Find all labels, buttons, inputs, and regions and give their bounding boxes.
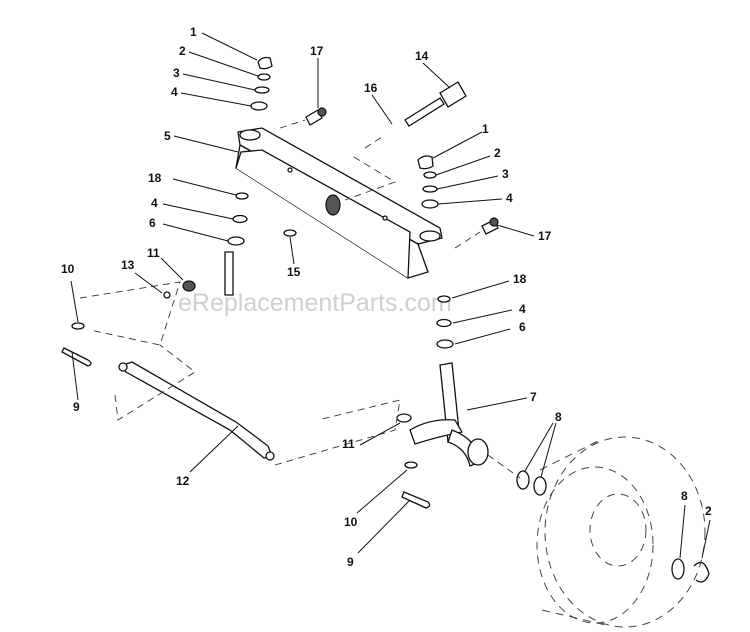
callout-numbers: 1 2 3 4 5 18 4 6 17 14 16 1 2 3 4 17 15 … xyxy=(61,25,712,569)
washer-10-right xyxy=(404,461,418,469)
callout-2: 2 xyxy=(179,44,186,58)
callout-2: 2 xyxy=(494,146,501,160)
washer-8b xyxy=(533,476,547,496)
tie-rod xyxy=(118,361,275,461)
grease-fitting-left xyxy=(305,107,327,126)
callout-8: 8 xyxy=(555,410,562,424)
callout-6: 6 xyxy=(519,320,526,334)
leader-lines xyxy=(70,32,711,559)
callout-6: 6 xyxy=(149,216,156,230)
callout-3: 3 xyxy=(502,167,509,181)
callout-11: 11 xyxy=(147,246,160,260)
pin-13 xyxy=(163,291,171,299)
snap-ring-2 xyxy=(693,561,710,583)
callout-9: 9 xyxy=(73,400,80,414)
callout-12: 12 xyxy=(176,474,190,488)
callout-18: 18 xyxy=(148,171,162,185)
callout-15: 15 xyxy=(287,265,301,279)
callout-1: 1 xyxy=(482,122,489,136)
pivot-bolt xyxy=(404,81,467,127)
right-spindle xyxy=(409,362,489,467)
callout-7: 7 xyxy=(530,390,537,404)
cotter-pin-9-left xyxy=(61,347,92,367)
callout-17: 17 xyxy=(538,229,552,243)
callout-3: 3 xyxy=(173,66,180,80)
callout-8: 8 xyxy=(681,489,688,503)
callout-4: 4 xyxy=(519,302,526,316)
callout-16: 16 xyxy=(364,81,378,95)
cotter-pin-9-right xyxy=(401,491,431,509)
left-spindle-stack xyxy=(182,56,273,296)
callout-9: 9 xyxy=(347,555,354,569)
callout-10: 10 xyxy=(61,262,75,276)
watermark: eReplacementParts.com xyxy=(178,289,452,317)
bushing-15 xyxy=(283,229,297,237)
front-axle-beam xyxy=(235,127,443,279)
washer-8a xyxy=(516,470,530,490)
right-spindle-stack xyxy=(417,155,454,349)
wheel-tire xyxy=(536,436,706,628)
callout-11: 11 xyxy=(342,437,355,451)
callout-5: 5 xyxy=(164,129,171,143)
callout-2: 2 xyxy=(705,504,712,518)
callout-1: 1 xyxy=(190,25,197,39)
callout-18: 18 xyxy=(513,272,527,286)
callout-17: 17 xyxy=(310,44,324,58)
callout-14: 14 xyxy=(415,49,429,63)
callout-4: 4 xyxy=(151,196,158,210)
callout-10: 10 xyxy=(344,515,358,529)
callout-4: 4 xyxy=(506,191,513,205)
washer-10-left xyxy=(71,322,85,330)
grease-fitting-right xyxy=(481,217,499,235)
callout-4: 4 xyxy=(171,85,178,99)
bushing-11-right xyxy=(396,413,412,423)
callout-13: 13 xyxy=(121,258,135,272)
assembly-lines xyxy=(79,119,521,479)
washer-8c xyxy=(671,558,685,580)
